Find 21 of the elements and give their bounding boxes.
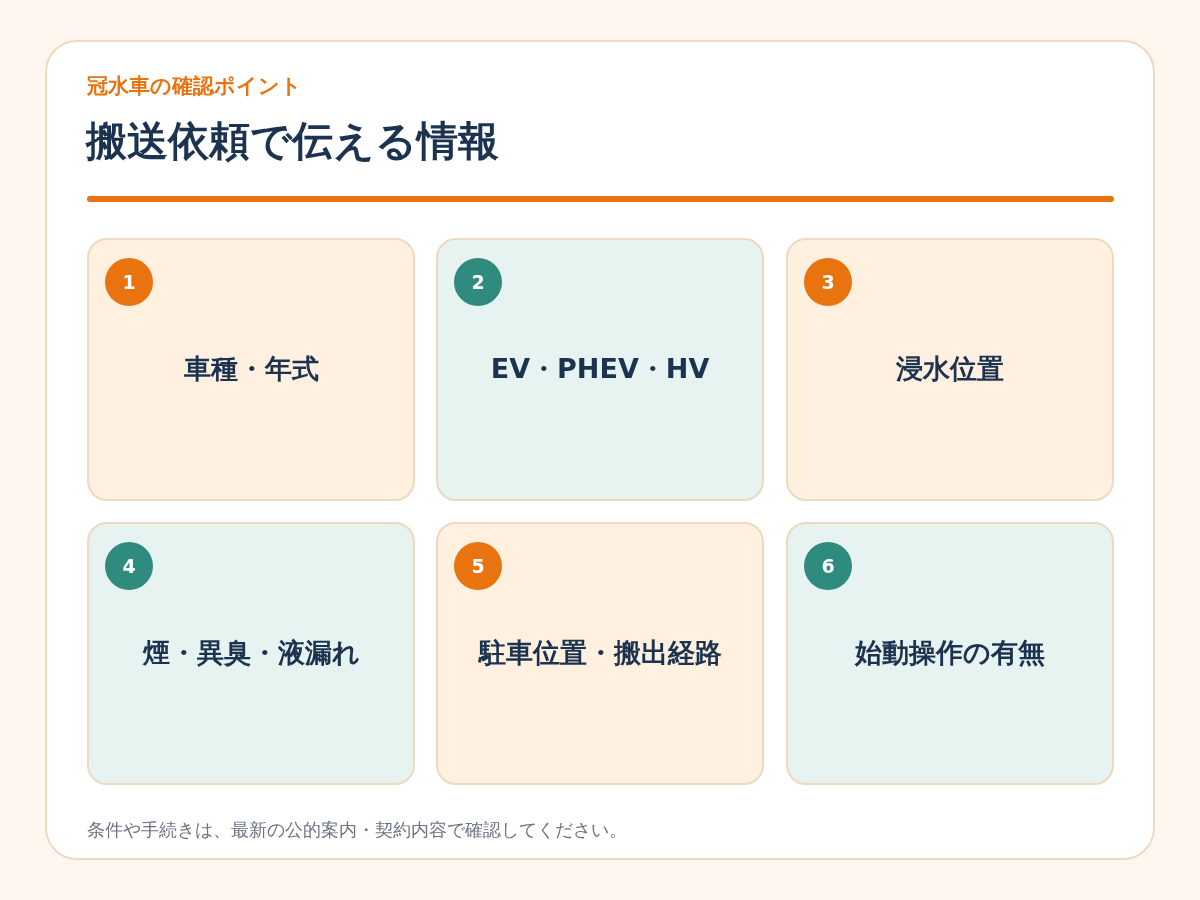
subtitle: 冠水車の確認ポイント [87, 73, 302, 100]
info-tile [87, 238, 415, 501]
number-badge: 4 [105, 542, 153, 590]
info-tile [786, 522, 1114, 785]
tile-label: 煙・異臭・液漏れ [142, 636, 360, 671]
tile-label: 始動操作の有無 [855, 636, 1045, 671]
title: 搬送依頼で伝える情報 [86, 116, 499, 167]
number-badge: 6 [804, 542, 852, 590]
tile-label: 浸水位置 [896, 352, 1004, 387]
info-tile [436, 238, 764, 501]
info-tile [87, 522, 415, 785]
number-badge: 2 [454, 258, 502, 306]
tile-label: 駐車位置・搬出経路 [478, 636, 722, 671]
info-tile [436, 522, 764, 785]
number-badge: 3 [804, 258, 852, 306]
number-badge: 5 [454, 542, 502, 590]
number-badge: 1 [105, 258, 153, 306]
tile-label: EV・PHEV・HV [490, 352, 710, 387]
tile-label: 車種・年式 [183, 352, 319, 387]
info-tile [786, 238, 1114, 501]
footnote: 条件や手続きは、最新の公的案内・契約内容で確認してください。 [87, 818, 627, 842]
